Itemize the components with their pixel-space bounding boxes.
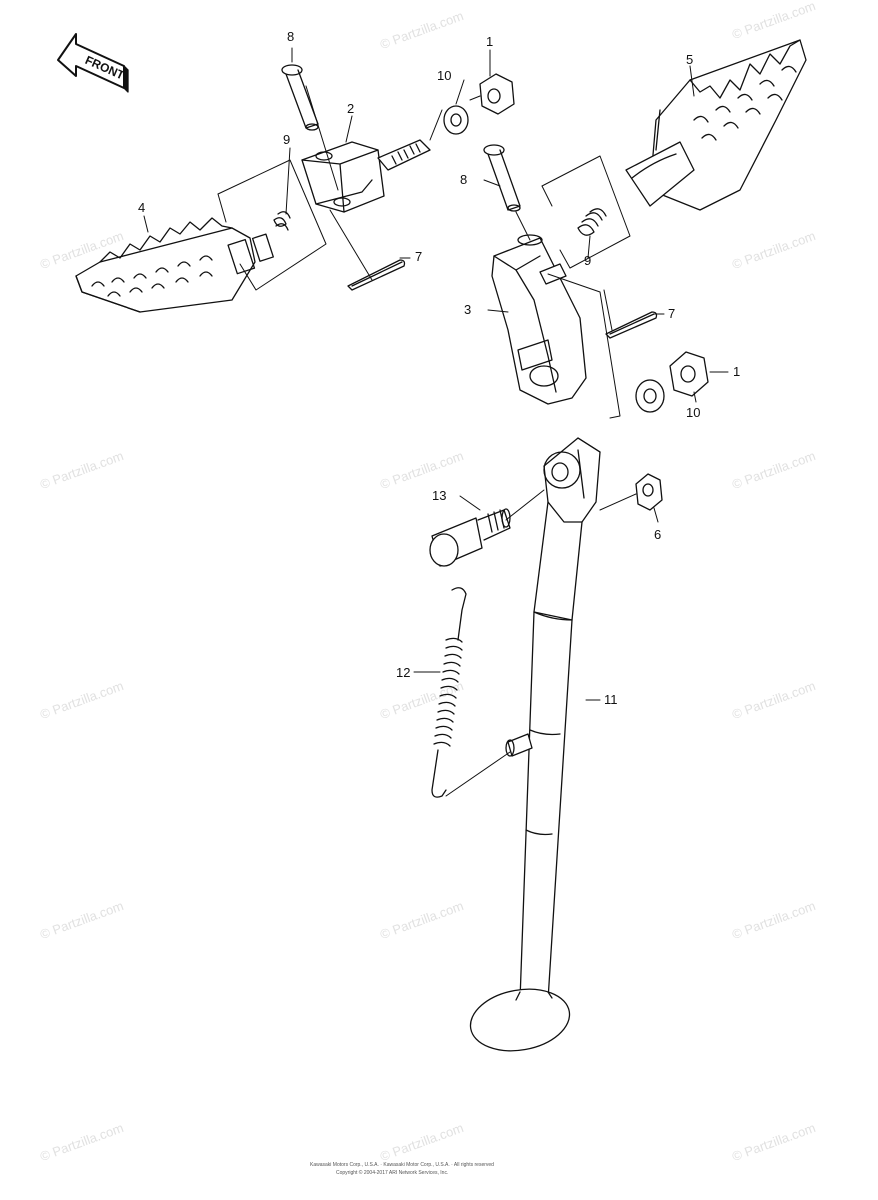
right-cotter-pin	[606, 312, 657, 338]
callout-7-left: 7	[415, 249, 423, 264]
left-nut	[480, 74, 514, 114]
right-pivot-pin	[484, 145, 520, 211]
callout-6: 6	[654, 527, 662, 542]
side-stand	[466, 438, 600, 1058]
callout-3: 3	[464, 302, 472, 317]
side-stand-nut	[636, 474, 662, 510]
side-stand-spring	[432, 588, 466, 797]
callout-13: 13	[432, 488, 447, 503]
left-footpeg	[76, 218, 273, 312]
callout-9-right: 9	[584, 253, 592, 268]
right-washer	[636, 380, 664, 412]
callout-7-right: 7	[668, 306, 676, 321]
callout-12: 12	[396, 665, 411, 680]
left-assembly-box-lines	[218, 86, 480, 290]
right-nut	[670, 352, 708, 396]
callout-10-right: 10	[686, 405, 701, 420]
left-pivot-pin	[282, 65, 318, 130]
callout-4: 4	[138, 200, 146, 215]
callout-leaders	[144, 48, 728, 700]
copyright-line-2: Copyright © 2004-2017 ARI Network Servic…	[336, 1170, 449, 1176]
callout-1-left: 1	[486, 34, 494, 49]
callout-8-left: 8	[287, 29, 295, 44]
right-assembly-box-lines	[516, 156, 630, 418]
callout-11: 11	[604, 692, 618, 707]
right-bracket	[492, 235, 586, 404]
left-spring	[274, 212, 290, 230]
callout-9-left: 9	[283, 132, 291, 147]
left-bracket	[302, 140, 430, 212]
right-footpeg	[626, 40, 806, 210]
callout-2: 2	[347, 101, 355, 116]
right-spring	[578, 209, 606, 235]
left-washer	[444, 106, 468, 134]
copyright-line-1: Kawasaki Motors Corp., U.S.A. · Kawasaki…	[310, 1162, 494, 1168]
callout-8-right: 8	[460, 172, 468, 187]
front-arrow-icon: FRONT	[58, 34, 128, 92]
callout-5: 5	[686, 52, 694, 67]
callout-10-left: 10	[437, 68, 452, 83]
spring-pin	[506, 734, 532, 756]
side-stand-bolt	[430, 509, 510, 566]
callout-1-right: 1	[733, 364, 741, 379]
left-cotter-pin	[348, 260, 405, 290]
side-stand-leader-lines	[446, 490, 636, 796]
